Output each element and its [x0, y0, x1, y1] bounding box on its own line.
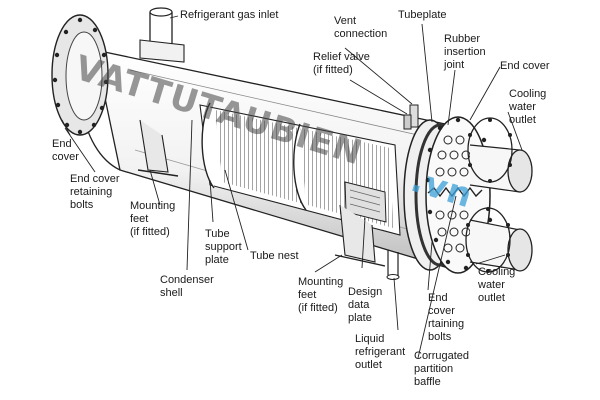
label-relief-valve: Relief valve (if fitted): [313, 51, 370, 76]
label-mounting-feet-right: Mounting feet (if fitted): [298, 276, 344, 314]
label-refrigerant-gas-inlet: Refrigerant gas inlet: [180, 9, 279, 21]
left-end-cover: [51, 14, 109, 136]
mounting-feet-right: [334, 204, 386, 267]
label-end-cover-retaining-bolts-right: End cover rtaining bolts: [428, 292, 465, 343]
label-tube-nest: Tube nest: [250, 250, 299, 262]
label-cooling-water-outlet-bottom: Cooling water outlet: [478, 266, 516, 304]
refrigerant-gas-inlet-pipe: [139, 7, 185, 63]
leader-lines: [61, 15, 523, 359]
cooling-water-pipe-top: [467, 117, 533, 193]
tube-support-plates: [201, 102, 307, 211]
label-condenser-shell: Condenser shell: [160, 274, 214, 299]
label-cooling-water-outlet-top: Cooling water outlet: [509, 88, 547, 126]
corrugated-partition-baffle: [427, 186, 483, 198]
label-rubber-insertion-joint: Rubber insertion joint: [444, 33, 486, 71]
label-tubeplate: Tubeplate: [398, 9, 447, 21]
design-data-plate: [344, 181, 387, 223]
label-tube-support-plate: Tube support plate: [205, 228, 242, 266]
label-liquid-refrigerant-outlet: Liquid refrigerant outlet: [355, 333, 406, 371]
label-mounting-feet-left: Mounting feet (if fitted): [130, 200, 176, 238]
relief-valve: [403, 114, 412, 130]
label-end-cover-left: End cover: [52, 138, 79, 163]
mounting-feet-left: [137, 119, 179, 177]
cooling-water-pipe-bottom: [465, 207, 533, 273]
label-design-data-plate: Design data plate: [348, 286, 383, 324]
liquid-refrigerant-outlet-pipe: [386, 250, 400, 280]
left-end-cover-bolts: [52, 17, 109, 135]
label-end-cover-right: End cover: [500, 60, 550, 72]
label-end-cover-retaining-bolts: End cover retaining bolts: [70, 173, 120, 211]
label-vent-connection: Vent connection: [334, 15, 388, 40]
label-corrugated-partition-baffle: Corrugated partition baffle: [414, 350, 470, 388]
